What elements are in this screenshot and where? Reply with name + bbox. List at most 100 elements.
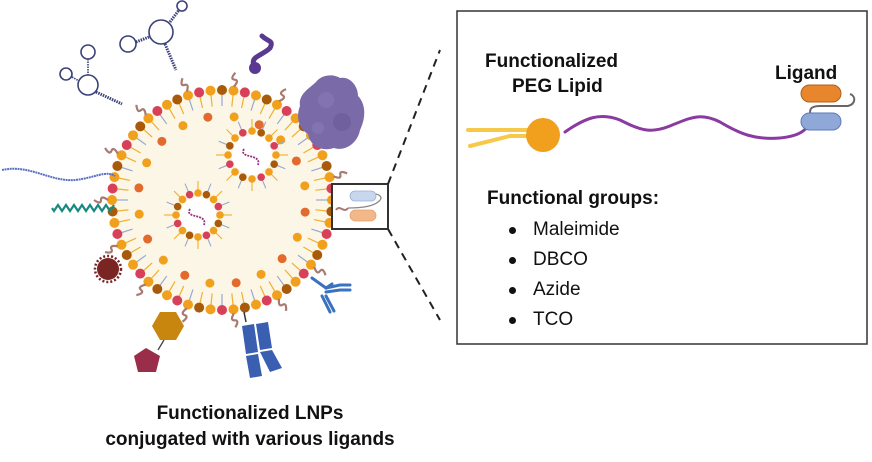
functional-group-item: Azide — [505, 275, 620, 305]
vesicle-lumen — [232, 135, 272, 175]
lipid-head — [162, 99, 172, 110]
lipid-head — [183, 90, 194, 101]
ionizable-lipid — [178, 121, 188, 131]
peg-tail — [333, 170, 348, 179]
vesicle-lipid-head — [178, 195, 187, 204]
ionizable-lipid — [157, 136, 167, 146]
lipid-head — [217, 85, 227, 95]
vesicle-lipid-head — [257, 173, 265, 181]
ionizable-lipid — [134, 183, 144, 193]
lipid-head — [135, 268, 146, 279]
lipid-head — [107, 195, 117, 205]
ionizable-lipid — [143, 234, 153, 244]
vesicle-lipid-head — [226, 142, 234, 150]
lipid-head — [172, 295, 183, 306]
ligand-label: Ligand — [775, 63, 838, 84]
helix-peptide-ligand-icon — [51, 203, 115, 213]
lipid-head — [321, 228, 332, 239]
lipid-head — [312, 250, 323, 260]
vesicle-lipid-head — [202, 231, 211, 240]
vesicle-lipid-head — [185, 231, 194, 240]
vesicle-lipid-head — [226, 160, 234, 168]
vesicle-lipid-head — [231, 168, 239, 176]
ionizable-lipid — [292, 232, 302, 242]
lipid-head — [239, 302, 250, 313]
functionalized-peg-lipid-icon — [466, 84, 856, 152]
vesicle-lipid-head — [173, 219, 182, 228]
lipid-head — [228, 304, 239, 315]
protein-ligand-icon — [298, 75, 365, 150]
vesicle-lipid-head — [270, 160, 278, 168]
lipid-head — [128, 259, 139, 270]
peg-tails — [93, 71, 349, 328]
lipid-head — [321, 161, 332, 172]
vesicle-lipid-head — [231, 134, 239, 142]
functional-group-item: DBCO — [505, 245, 620, 275]
ionizable-lipid — [180, 270, 190, 280]
peg-tail — [104, 147, 119, 155]
lipid-head — [109, 217, 120, 228]
vesicle-lipid-head — [214, 202, 223, 211]
lipid-head — [135, 121, 146, 132]
caption-line1: Functionalized LNPs — [156, 403, 344, 424]
lipid-head — [194, 302, 205, 313]
mrna-cargo — [188, 208, 206, 226]
ionizable-lipid — [277, 254, 287, 264]
lipid-head — [152, 106, 163, 117]
ionizable-lipid — [142, 158, 152, 168]
aptamer-ligand-icon — [59, 44, 123, 106]
vesicle-lipid-head — [265, 168, 273, 176]
ionizable-lipid — [205, 278, 215, 288]
caption-line2: conjugated with various ligands — [105, 429, 395, 450]
lipid-head — [261, 94, 272, 105]
lipid-head — [143, 276, 154, 287]
lipid-head — [116, 239, 127, 250]
ionizable-lipid — [254, 120, 264, 130]
lipid-head — [281, 106, 292, 117]
lipid-head — [290, 276, 301, 287]
vesicle-lipid-head — [270, 142, 278, 150]
peg-label-line2: PEG Lipid — [512, 76, 603, 97]
connector-line-bottom — [387, 228, 441, 321]
lipid-head — [107, 183, 118, 194]
lipid-head — [250, 299, 261, 310]
aptamer-ligand-icon — [119, 0, 188, 71]
lipid-head — [298, 268, 309, 279]
antibody-ligand-icon — [242, 311, 282, 378]
lipid-head — [317, 150, 328, 161]
lipid-head — [172, 94, 183, 105]
functional-group-item: Maleimide — [505, 215, 620, 245]
ionizable-lipid — [203, 112, 213, 122]
vesicle-lipid-head — [202, 190, 211, 199]
vesicle-lipid-head — [248, 175, 256, 183]
vesicle-lipid-head — [185, 190, 194, 199]
ionizable-lipid — [291, 156, 301, 166]
lipid-head — [116, 150, 127, 161]
vesicle-lipid-head — [248, 127, 256, 135]
ionizable-lipid — [256, 269, 266, 279]
peg-tail — [104, 244, 119, 254]
ionizable-lipid — [134, 209, 144, 219]
peg-tail — [231, 71, 239, 88]
lipid-head — [112, 161, 123, 172]
inset-panel — [456, 10, 868, 345]
vesicle-lipid-head — [239, 129, 247, 137]
vesicle-lipid-head — [239, 173, 247, 181]
lipid-head — [272, 290, 282, 301]
lipid-head — [261, 295, 272, 306]
peg-tail — [93, 196, 109, 204]
lipid-head — [250, 90, 261, 101]
peg-tail — [135, 104, 147, 116]
peg-tail — [136, 283, 146, 297]
lipid-head — [217, 305, 227, 315]
lipid-head — [183, 299, 194, 310]
lipid-nanoparticle — [93, 71, 349, 328]
lipid-head — [194, 87, 205, 98]
ionizable-lipid — [300, 181, 310, 191]
small-molecule-ligand-icon — [93, 254, 123, 284]
lipid-head — [324, 172, 335, 183]
peptide-ligand-icon — [249, 33, 274, 74]
peg-tail — [278, 88, 287, 103]
nucleic-acid-ligand-icon — [1, 167, 116, 182]
